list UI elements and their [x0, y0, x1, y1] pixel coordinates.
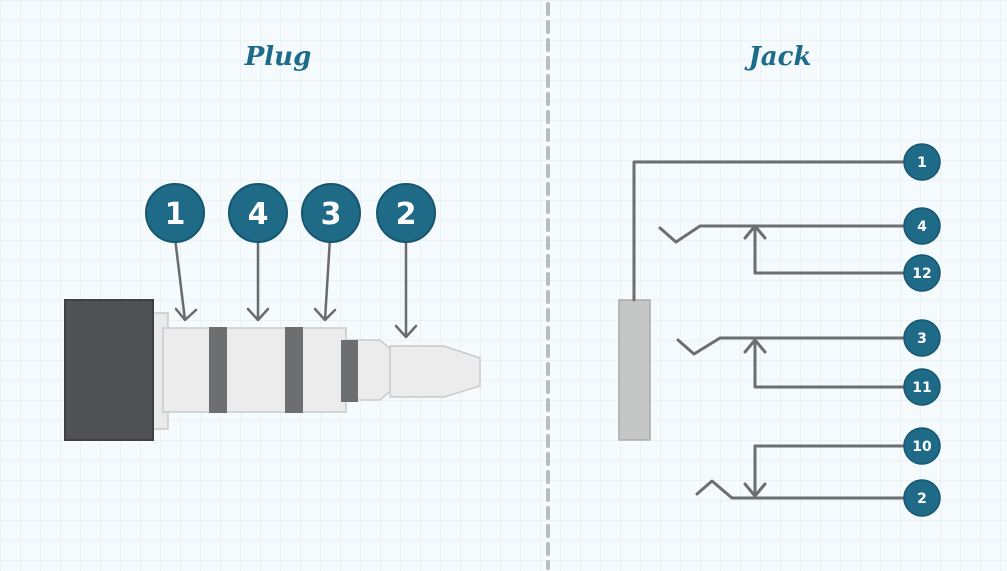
wire-pin-3	[676, 336, 922, 356]
plug-label-1: 1	[165, 197, 186, 232]
wire-pin-12	[743, 224, 922, 275]
plug-badge-ring-2: 4	[228, 183, 288, 243]
badge-circle	[903, 427, 941, 465]
plug-insulator-ring-1	[209, 327, 227, 413]
jack-body	[618, 299, 651, 441]
badge-circle	[376, 183, 436, 243]
plug-title: Plug	[244, 42, 312, 72]
plug-badge-ring-1: 3	[301, 183, 361, 243]
plug-label-3: 3	[321, 197, 342, 232]
badge-circle	[903, 319, 941, 357]
badge-circle	[903, 368, 941, 406]
jack-pin-badge: 10	[903, 427, 941, 465]
wire-pin-11	[743, 338, 922, 389]
wire-pin-4	[658, 224, 922, 244]
plug-handle	[64, 299, 154, 441]
jack-pin-badge: 3	[903, 319, 941, 357]
jack-pin-badge: 2	[903, 479, 941, 517]
jack-pin-badge: 11	[903, 368, 941, 406]
badge-circle	[903, 143, 941, 181]
wire-pin-1	[632, 160, 922, 302]
jack-pin-3: 3	[917, 331, 927, 347]
arrow-to-tip	[394, 236, 418, 339]
badge-circle	[145, 183, 205, 243]
arrow-to-ring-2	[246, 236, 270, 322]
jack-pin-4: 4	[917, 219, 927, 235]
badge-circle	[903, 254, 941, 292]
badge-circle	[228, 183, 288, 243]
jack-pin-1: 1	[917, 155, 927, 171]
jack-pin-badge: 4	[903, 207, 941, 245]
jack-pin-badge: 1	[903, 143, 941, 181]
jack-pin-2: 2	[917, 491, 927, 507]
plug-illustration	[64, 299, 481, 441]
plug-tip	[389, 345, 481, 398]
wire-pin-10	[743, 444, 922, 498]
plug-sleeve	[162, 327, 347, 413]
jack-title: Jack	[744, 42, 812, 72]
jack-pin-10: 10	[912, 439, 932, 455]
plug-label-2: 2	[396, 197, 417, 232]
wire-pin-2	[695, 479, 922, 500]
jack-pin-11: 11	[912, 380, 931, 396]
jack-pin-badge: 12	[903, 254, 941, 292]
badge-circle	[903, 207, 941, 245]
plug-insulator-ring-2	[285, 327, 303, 413]
plug-label-4: 4	[248, 197, 269, 232]
arrow-to-sleeve	[173, 236, 198, 322]
badge-circle	[301, 183, 361, 243]
jack-pin-12: 12	[912, 266, 931, 282]
plug-insulator-ring-3	[341, 340, 358, 402]
plug-badge-sleeve: 1	[145, 183, 205, 243]
badge-circle	[903, 479, 941, 517]
plug-badge-tip: 2	[376, 183, 436, 243]
arrow-to-ring-1	[313, 236, 337, 322]
